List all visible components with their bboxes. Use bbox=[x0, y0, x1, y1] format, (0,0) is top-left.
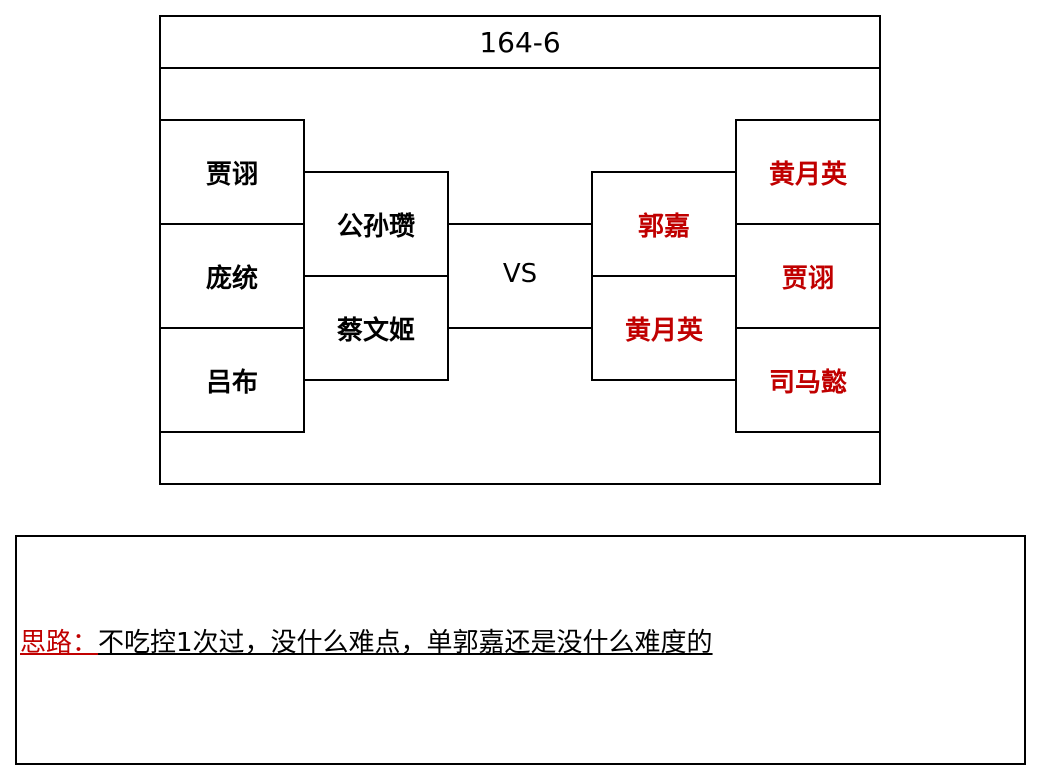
notes-label: 思路： bbox=[20, 628, 99, 658]
diagram-title: 164-6 bbox=[479, 25, 561, 59]
left-back-hero-2: 庞统 bbox=[159, 223, 305, 329]
right-back-hero-3: 司马懿 bbox=[735, 327, 881, 433]
connector-line-bottom bbox=[447, 327, 593, 329]
left-front-hero-2: 蔡文姬 bbox=[303, 275, 449, 381]
left-front-hero-1: 公孙瓒 bbox=[303, 171, 449, 277]
notes-line: 思路：不吃控1次过，没什么难点，单郭嘉还是没什么难度的 bbox=[20, 622, 713, 659]
left-back-hero-3: 吕布 bbox=[159, 327, 305, 433]
left-back-hero-1: 贾诩 bbox=[159, 119, 305, 225]
right-front-hero-1: 郭嘉 bbox=[591, 171, 737, 277]
right-front-hero-2: 黄月英 bbox=[591, 275, 737, 381]
vs-label: VS bbox=[502, 259, 538, 289]
right-back-hero-1: 黄月英 bbox=[735, 119, 881, 225]
title-divider bbox=[159, 67, 881, 69]
connector-line-top bbox=[447, 223, 593, 225]
right-back-hero-2: 贾诩 bbox=[735, 223, 881, 329]
notes-text: 不吃控1次过，没什么难点，单郭嘉还是没什么难度的 bbox=[98, 628, 713, 658]
